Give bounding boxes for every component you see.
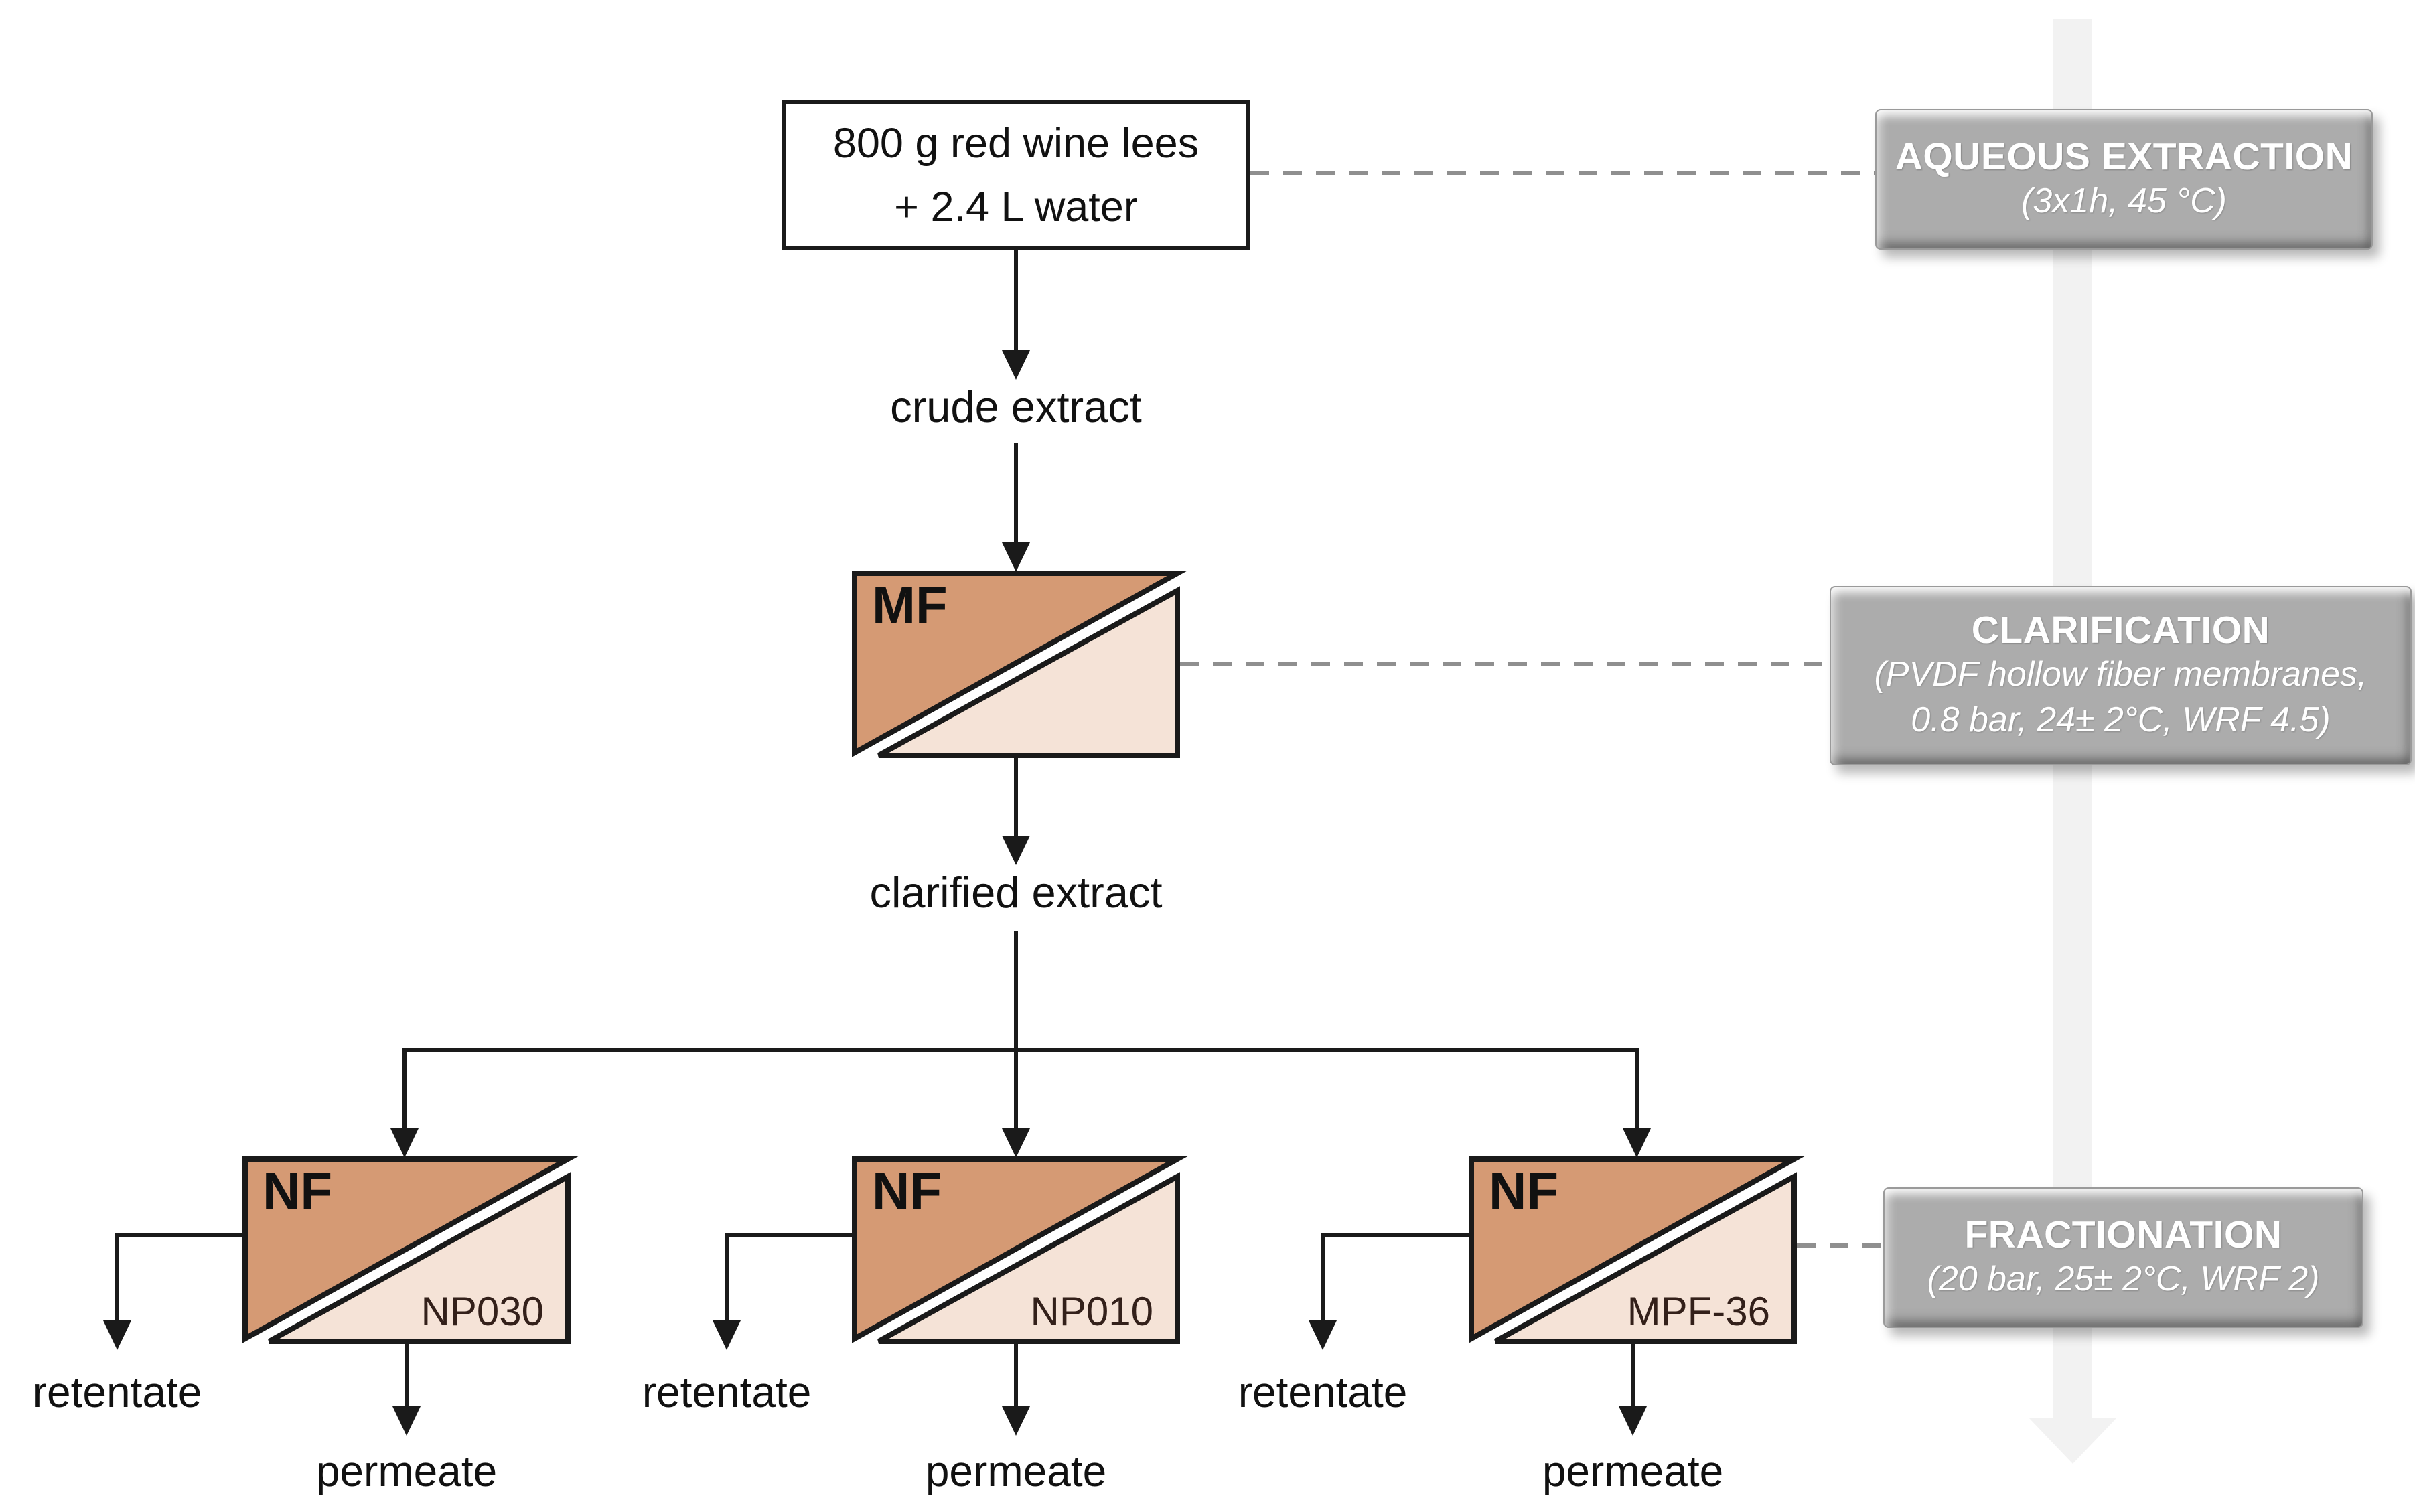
retentate-label-nf2: retentate (642, 1368, 812, 1416)
membrane-name: MPF-36 (1627, 1289, 1770, 1334)
membrane-symbol (852, 1156, 1188, 1344)
dashed-connector-fractionation (1797, 1243, 1883, 1248)
arrowhead-down-icon (392, 1406, 421, 1436)
process-direction-arrow-head-icon (2029, 1418, 2116, 1464)
membrane-feed-triangle (1469, 1156, 1805, 1343)
permeate-drop-nf3 (1631, 1344, 1635, 1408)
feed-box: 800 g red wine lees + 2.4 L water (782, 100, 1250, 250)
stage-conditions: (20 bar, 25± 2°C, WRF 2) (1927, 1260, 2320, 1299)
feed-line-2: + 2.4 L water (894, 183, 1138, 230)
mf-unit-label: MF (872, 575, 948, 634)
membrane-name: NP010 (1030, 1289, 1153, 1334)
stage-fractionation: FRACTIONATION (20 bar, 25± 2°C, WRF 2) (1883, 1187, 2363, 1328)
membrane-permeate-triangle (877, 1172, 1180, 1344)
connector-crude-to-mf (1014, 443, 1018, 544)
retentate-line-nf2 (727, 1233, 852, 1237)
permeate-drop-nf2 (1014, 1344, 1018, 1408)
nf-unit-label: NF (872, 1161, 942, 1220)
membrane-name: NP030 (421, 1289, 544, 1334)
connector-branch-to-nf1 (402, 1048, 407, 1132)
arrowhead-down-icon (1002, 836, 1030, 865)
arrowhead-down-icon (1002, 1128, 1030, 1158)
retentate-label-nf1: retentate (32, 1368, 202, 1416)
retentate-drop-nf1 (115, 1233, 119, 1322)
stage-conditions-line-1: (PVDF hollow fiber membranes, (1874, 655, 2367, 694)
crude-extract-label: crude extract (890, 382, 1142, 431)
membrane-symbol (852, 571, 1188, 758)
connector-feed-to-crude (1014, 250, 1018, 352)
stage-aqueous-extraction: AQUEOUS EXTRACTION (3x1h, 45 °C) (1875, 109, 2373, 250)
branch-line (402, 1048, 1639, 1052)
membrane-symbol (1469, 1156, 1805, 1344)
clarified-extract-label: clarified extract (869, 868, 1163, 917)
connector-clarified-to-nf2 (1014, 931, 1018, 1132)
permeate-drop-nf1 (405, 1344, 409, 1408)
stage-title: AQUEOUS EXTRACTION (1895, 135, 2353, 179)
arrowhead-down-icon (1002, 350, 1030, 380)
stage-title: FRACTIONATION (1964, 1213, 2282, 1257)
permeate-label-nf2: permeate (925, 1447, 1107, 1495)
stage-conditions: (3x1h, 45 °C) (2021, 181, 2227, 221)
stage-clarification: CLARIFICATION (PVDF hollow fiber membran… (1830, 586, 2412, 765)
connector-branch-to-nf3 (1635, 1048, 1639, 1132)
dashed-connector-aqueous-extraction (1250, 171, 1875, 175)
nf-unit-label: NF (263, 1161, 332, 1220)
membrane-feed-triangle (852, 1156, 1188, 1343)
retentate-line-nf1 (117, 1233, 242, 1237)
arrowhead-down-icon (103, 1320, 131, 1350)
feed-line-1: 800 g red wine lees (832, 120, 1199, 167)
membrane-permeate-triangle (877, 586, 1180, 758)
arrowhead-down-icon (1002, 1406, 1030, 1436)
stage-title: CLARIFICATION (1971, 609, 2270, 652)
membrane-symbol (242, 1156, 579, 1344)
arrowhead-down-icon (1619, 1406, 1647, 1436)
retentate-drop-nf2 (725, 1233, 729, 1322)
arrowhead-down-icon (1623, 1128, 1651, 1158)
permeate-label-nf1: permeate (315, 1447, 498, 1495)
retentate-label-nf3: retentate (1238, 1368, 1408, 1416)
permeate-label-nf3: permeate (1542, 1447, 1724, 1495)
membrane-feed-triangle (242, 1156, 579, 1343)
dashed-connector-clarification (1180, 662, 1830, 666)
mf-unit: MF (852, 571, 1188, 758)
retentate-drop-nf3 (1321, 1233, 1325, 1322)
nf-unit-label: NF (1489, 1161, 1558, 1220)
stage-conditions-line-2: 0.8 bar, 24± 2°C, WRF 4.5) (1911, 700, 2331, 739)
membrane-permeate-triangle (268, 1172, 571, 1344)
arrowhead-down-icon (713, 1320, 741, 1350)
arrowhead-down-icon (1309, 1320, 1337, 1350)
nf-unit-np010: NF NP010 (852, 1156, 1188, 1344)
arrowhead-down-icon (390, 1128, 419, 1158)
connector-mf-to-clarified (1014, 758, 1018, 837)
nf-unit-np030: NF NP030 (242, 1156, 579, 1344)
arrowhead-down-icon (1002, 542, 1030, 572)
membrane-permeate-triangle (1494, 1172, 1797, 1344)
retentate-line-nf3 (1323, 1233, 1469, 1237)
nf-unit-mpf36: NF MPF-36 (1469, 1156, 1805, 1344)
membrane-feed-triangle (852, 571, 1188, 757)
